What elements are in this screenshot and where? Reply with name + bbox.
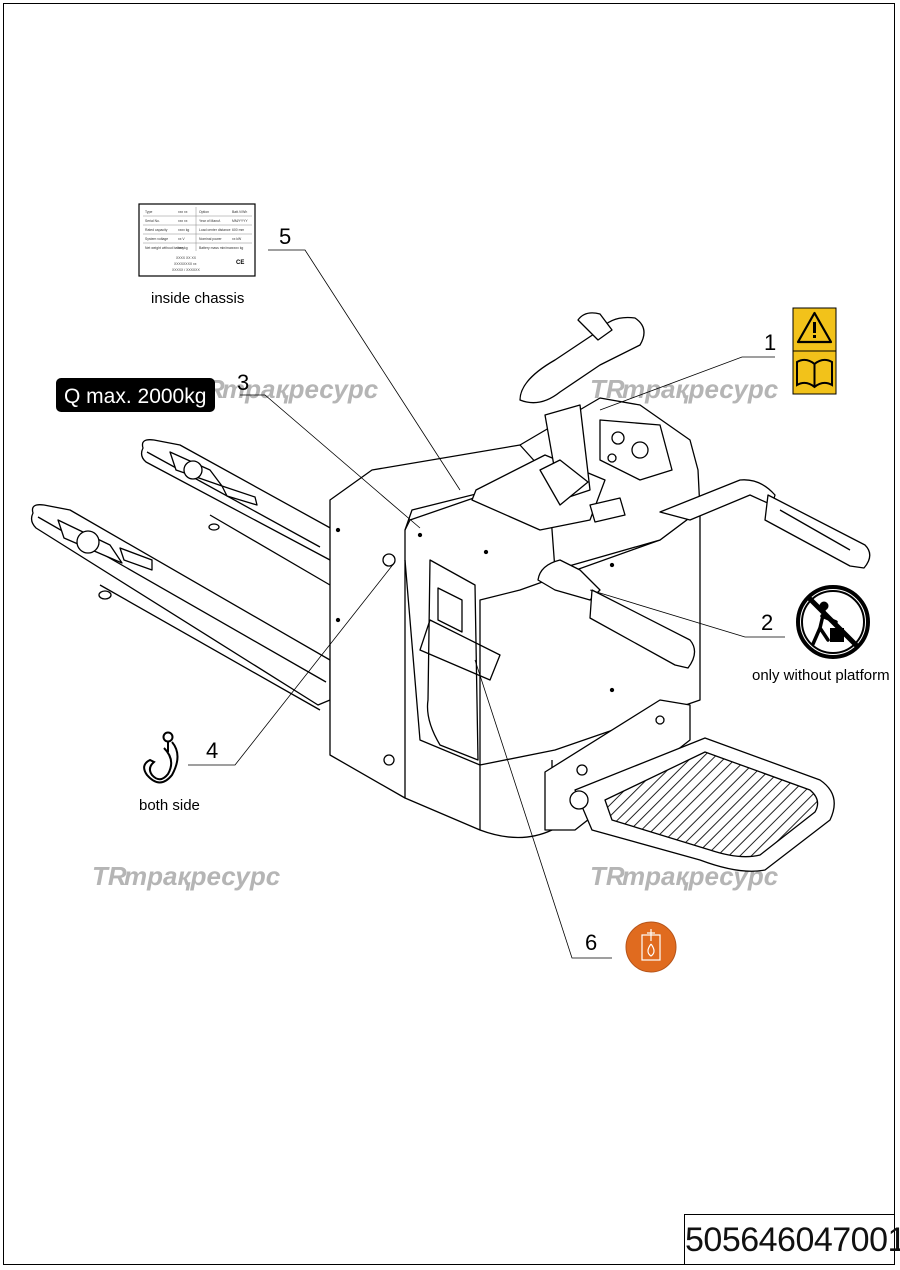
warning-manual-decal bbox=[792, 307, 837, 395]
nameplate-footer: XXXX XX XX bbox=[176, 256, 197, 260]
pallet-truck-illustration bbox=[30, 312, 871, 872]
nameplate-cell: Year of Manuf. bbox=[199, 219, 221, 223]
leader-line-4 bbox=[188, 561, 396, 766]
lifting-hook-icon bbox=[143, 731, 179, 784]
nameplate-cell: Batt.V/Wh bbox=[232, 210, 247, 214]
callout-3: 3 bbox=[237, 370, 249, 395]
watermark-text: трақресурс bbox=[124, 861, 281, 891]
leader-lines bbox=[188, 249, 785, 959]
leader-line-3 bbox=[240, 394, 421, 529]
leader-line-6 bbox=[474, 659, 612, 959]
nameplate-cell: xxx xx bbox=[178, 210, 188, 214]
watermark-3: TR трақресурс bbox=[92, 861, 281, 891]
watermark-2: TR трақресурс bbox=[590, 374, 779, 404]
side-handle-front bbox=[537, 559, 696, 669]
leader-line-1 bbox=[599, 356, 775, 411]
emergency-lowering-icon bbox=[625, 921, 677, 973]
leader-line-2 bbox=[589, 589, 785, 638]
nameplate-cell: Rated capacity bbox=[145, 228, 168, 232]
fork-left bbox=[140, 439, 344, 586]
caption-inside-chassis: inside chassis bbox=[151, 290, 244, 307]
callout-4: 4 bbox=[206, 738, 218, 763]
watermark-logo: TR bbox=[590, 861, 625, 891]
side-handle-right bbox=[659, 479, 871, 569]
callout-1: 1 bbox=[764, 330, 776, 355]
nameplate-cell: MM/YYYY bbox=[232, 219, 248, 223]
nameplate-cell: 600 mm bbox=[232, 228, 244, 232]
watermark-1: TR трақресурс bbox=[190, 374, 379, 404]
watermark-text: трақресурс bbox=[622, 374, 779, 404]
caption-both-side: both side bbox=[139, 797, 200, 814]
nameplate-cell: xxx kg bbox=[178, 246, 188, 250]
nameplate-cell: xxxx kg bbox=[232, 246, 243, 250]
callout-5: 5 bbox=[279, 224, 291, 249]
nameplate-cell: Serial No. bbox=[145, 219, 160, 223]
nameplate-cell: Load center distance bbox=[199, 228, 231, 232]
nameplate-cell: Battery mass min/max bbox=[199, 246, 233, 250]
capacity-decal: Q max. 2000kg bbox=[56, 378, 215, 412]
manual-book-icon bbox=[796, 358, 833, 389]
leader-line-5 bbox=[268, 249, 461, 491]
nameplate-cell: Net weight without battery bbox=[145, 246, 184, 250]
watermark-logo: TR bbox=[92, 861, 127, 891]
capacity-text: Q max. 2000kg bbox=[64, 385, 206, 408]
no-riding-prohibition-icon bbox=[796, 585, 870, 659]
ce-mark: CE bbox=[236, 260, 244, 266]
chassis-body bbox=[329, 444, 701, 839]
drawing-frame bbox=[3, 3, 895, 1265]
fork-right bbox=[30, 504, 331, 711]
nameplate-cell: System voltage bbox=[145, 237, 168, 241]
nameplate-cell: Option bbox=[199, 210, 209, 214]
caption-only-without-platform: only without platform bbox=[752, 667, 890, 684]
nameplate-cell: xxxx kg bbox=[178, 228, 189, 232]
nameplate: Type xxx xx Option Batt.V/Wh Serial No. … bbox=[138, 203, 256, 277]
operator-platform bbox=[544, 699, 835, 872]
nameplate-cell: xx V bbox=[178, 237, 185, 241]
document-number: 505646047001 bbox=[684, 1214, 900, 1265]
nameplate-footer: XXXXXXXX xx bbox=[174, 262, 197, 266]
callout-6: 6 bbox=[585, 930, 597, 955]
callout-2: 2 bbox=[761, 610, 773, 635]
nameplate-cell: xxx xx bbox=[178, 219, 188, 223]
tiller-arm bbox=[519, 312, 645, 506]
nameplate-cell: Type bbox=[145, 210, 152, 214]
nameplate-cell: Nominal power bbox=[199, 237, 222, 241]
warning-triangle-icon bbox=[796, 311, 833, 344]
nameplate-footer: XXXXX / XXXXXX bbox=[172, 268, 200, 272]
nameplate-cell: xx kW bbox=[232, 237, 242, 241]
watermark-text: трақресурс bbox=[222, 374, 379, 404]
